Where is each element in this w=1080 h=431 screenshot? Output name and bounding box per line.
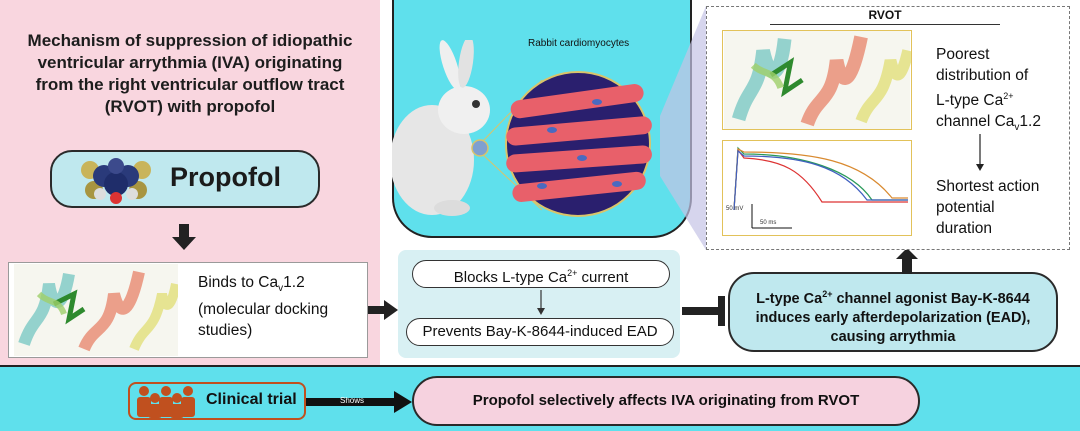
shortest-line1: Shortest action: [936, 178, 1040, 195]
arrow-right-icon: [368, 300, 398, 320]
small-arrow-down-icon: [537, 290, 545, 315]
action-potential-traces: [733, 146, 908, 229]
poorest-line4: channel Cav1.2: [936, 113, 1041, 134]
agonist-line1: L-type Ca2+ channel agonist Bay-K-8644: [756, 289, 1030, 307]
scale-time-label: 50 ms: [760, 220, 777, 226]
rvot-protein-image: [722, 30, 912, 130]
small-arrow-down-icon-2: [976, 134, 984, 171]
rabbit-illustration: [392, 40, 652, 217]
muscle-fibers: [506, 84, 652, 202]
prevents-ead-pill: Prevents Bay-K-8644-induced EAD: [406, 318, 674, 346]
shortest-line3: duration: [936, 220, 993, 237]
binding-text: Binds to Cav1.2 (molecular docking studi…: [198, 272, 328, 341]
rvot-title: RVOT: [770, 8, 1000, 25]
shortest-apd-text: Shortest action potential duration: [936, 176, 1039, 239]
poorest-line1: Poorest: [936, 46, 990, 63]
shortest-line2: potential: [936, 199, 995, 216]
protein-structure-image: [14, 264, 178, 356]
inhibition-arrow-icon: [682, 296, 725, 326]
result-box: Propofol selectively affects IVA origina…: [412, 376, 920, 426]
binding-line2: (molecular docking: [198, 301, 329, 319]
poorest-distribution-text: Poorest distribution of L-type Ca2+ chan…: [936, 44, 1041, 138]
propofol-molecule-icon: [81, 158, 151, 204]
blocks-current-pill: Blocks L-type Ca2+ current: [412, 260, 670, 288]
poorest-line3: L-type Ca2+: [936, 91, 1014, 110]
agonist-box: L-type Ca2+ channel agonist Bay-K-8644 i…: [728, 272, 1058, 352]
poorest-line2: distribution of: [936, 67, 1029, 84]
scale-voltage-label: 50 mV: [726, 206, 744, 212]
arrow-down-icon: [172, 224, 196, 250]
binding-line3: studies): [198, 322, 253, 340]
cardiomyocytes-label: Rabbit cardiomyocytes: [528, 38, 630, 49]
binding-line1: Binds to Cav1.2: [198, 274, 305, 295]
diagram-title: Mechanism of suppression of idiopathic v…: [27, 31, 353, 116]
agonist-line2: induces early afterdepolarization (EAD),: [755, 309, 1031, 326]
clinical-trial-label: Clinical trial: [206, 391, 297, 408]
arrow-up-icon: [896, 248, 918, 274]
propofol-label: Propofol: [170, 162, 281, 192]
shows-label: Shows: [340, 396, 365, 405]
people-group-icon: [137, 386, 195, 418]
agonist-line3: causing arrythmia: [830, 328, 956, 345]
shows-arrow-icon: [306, 391, 412, 413]
zoom-funnel: [660, 6, 706, 250]
